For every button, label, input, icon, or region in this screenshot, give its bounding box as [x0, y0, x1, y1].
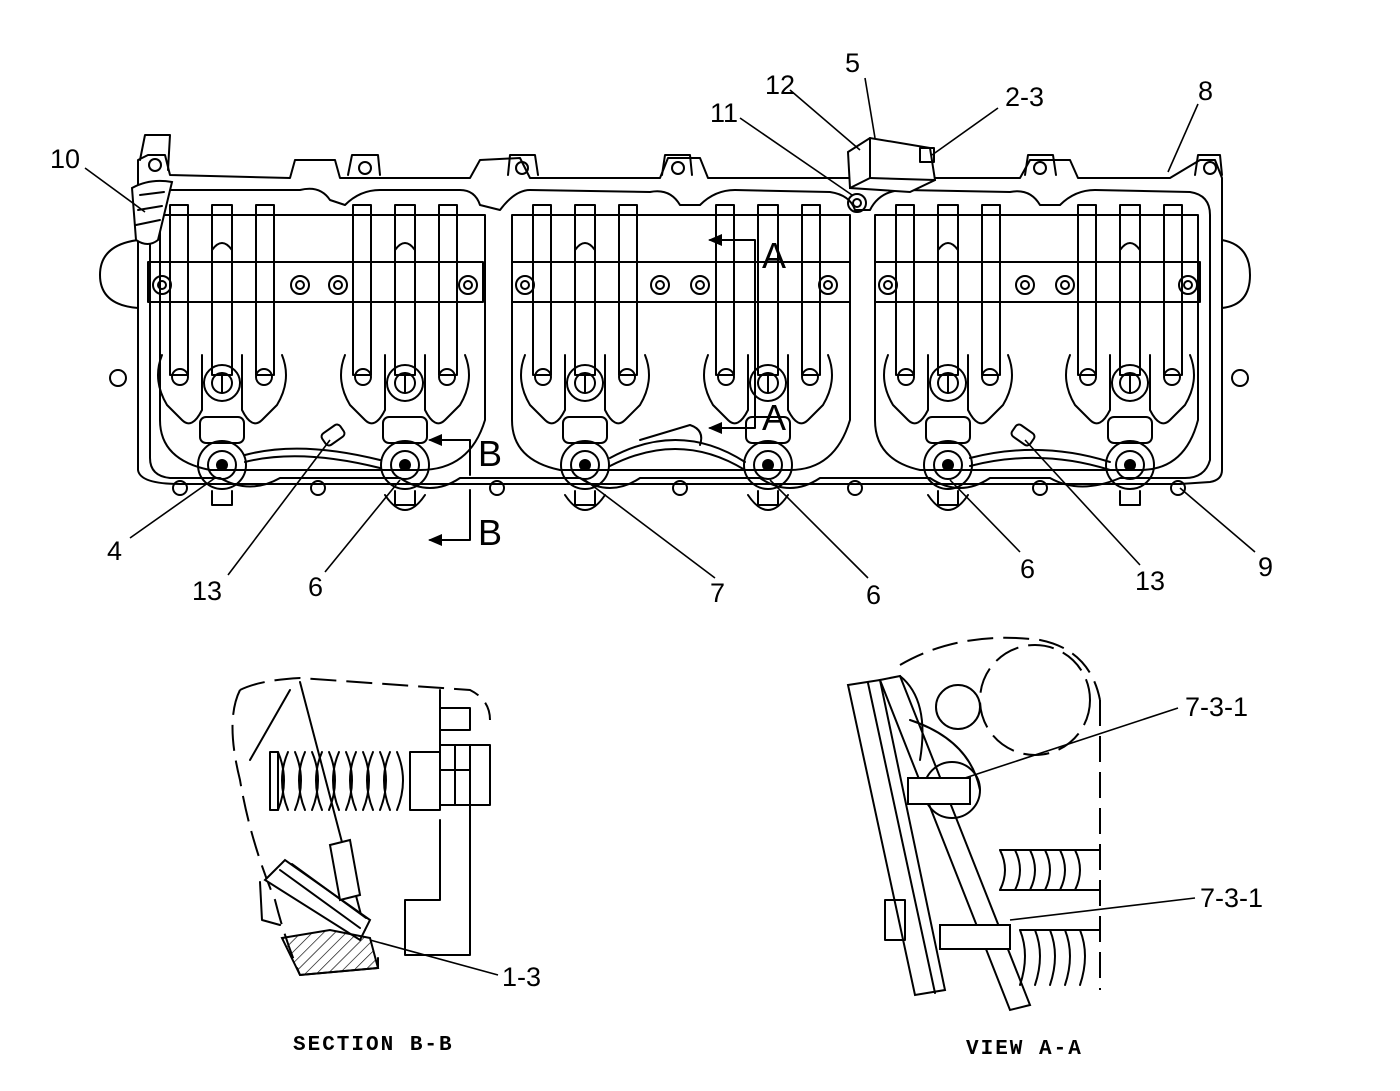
- view-aa-marker: A A: [708, 234, 786, 438]
- callout-10: 10: [50, 144, 80, 174]
- callout-13-right: 13: [1135, 566, 1165, 596]
- section-mark-a-top: A: [762, 235, 786, 276]
- callout-6-right: 6: [1020, 554, 1035, 584]
- cylinder-head-assembly: A A B B: [50, 48, 1273, 610]
- view-aa-detail: 7-3-1 7-3-1 VIEW A-A: [846, 636, 1263, 1061]
- breather-element: [130, 179, 174, 245]
- mounting-tabs: [139, 134, 1223, 176]
- connector-mount-bolt: [847, 193, 867, 213]
- callout-5: 5: [845, 48, 860, 78]
- callout-11: 11: [710, 98, 738, 128]
- inner-gasket: [149, 187, 1211, 489]
- callout-labels: 10 12 5 11 2-3 8 4 13 6 7 6 6 13 9: [50, 48, 1273, 610]
- bottom-bosses: [109, 369, 1249, 511]
- injector-clip-section: [259, 838, 372, 942]
- valve-spring-view: [999, 849, 1101, 986]
- section-mark-b-top: B: [478, 433, 502, 474]
- callout-6-mid: 6: [866, 580, 881, 610]
- callout-4: 4: [107, 536, 122, 566]
- electrical-connector: [846, 136, 937, 194]
- cylinder-pockets: [159, 214, 1199, 471]
- callout-13-left: 13: [192, 576, 222, 606]
- callout-12: 12: [765, 70, 795, 100]
- adjusting-screws: [211, 242, 1141, 271]
- wiring-harness: [244, 424, 1111, 471]
- shaft-bolts: [152, 275, 1198, 295]
- caption-view-aa: VIEW A-A: [966, 1038, 1083, 1061]
- rocker-pin: [884, 761, 1011, 950]
- callout-2-3: 2-3: [1005, 82, 1044, 112]
- caption-section-bb: SECTION B-B: [293, 1034, 454, 1057]
- section-bb-detail: 1-3 SECTION B-B: [231, 676, 541, 1057]
- harness-clips: [320, 423, 1036, 447]
- callout-1-3: 1-3: [502, 962, 541, 992]
- callout-9: 9: [1258, 552, 1273, 582]
- section-mark-a-bottom: A: [762, 397, 786, 438]
- rocker-shafts: [147, 261, 1201, 303]
- rocker-plates: [846, 674, 1032, 1012]
- callout-8: 8: [1198, 76, 1213, 106]
- callout-7-3-1-upper: 7-3-1: [1185, 692, 1248, 722]
- section-mark-b-bottom: B: [478, 512, 502, 553]
- right-side-bulge: [1221, 239, 1251, 309]
- callout-7: 7: [710, 578, 725, 608]
- left-side-bulge: [99, 239, 139, 309]
- section-bb-marker: B B: [428, 433, 502, 553]
- hatched-section: [280, 928, 380, 977]
- callout-6-left: 6: [308, 572, 323, 602]
- rocker-arms: [157, 204, 1195, 425]
- leader-lines: [84, 77, 1256, 579]
- callout-7-3-1-lower: 7-3-1: [1200, 883, 1263, 913]
- valve-spring-section: [269, 751, 441, 811]
